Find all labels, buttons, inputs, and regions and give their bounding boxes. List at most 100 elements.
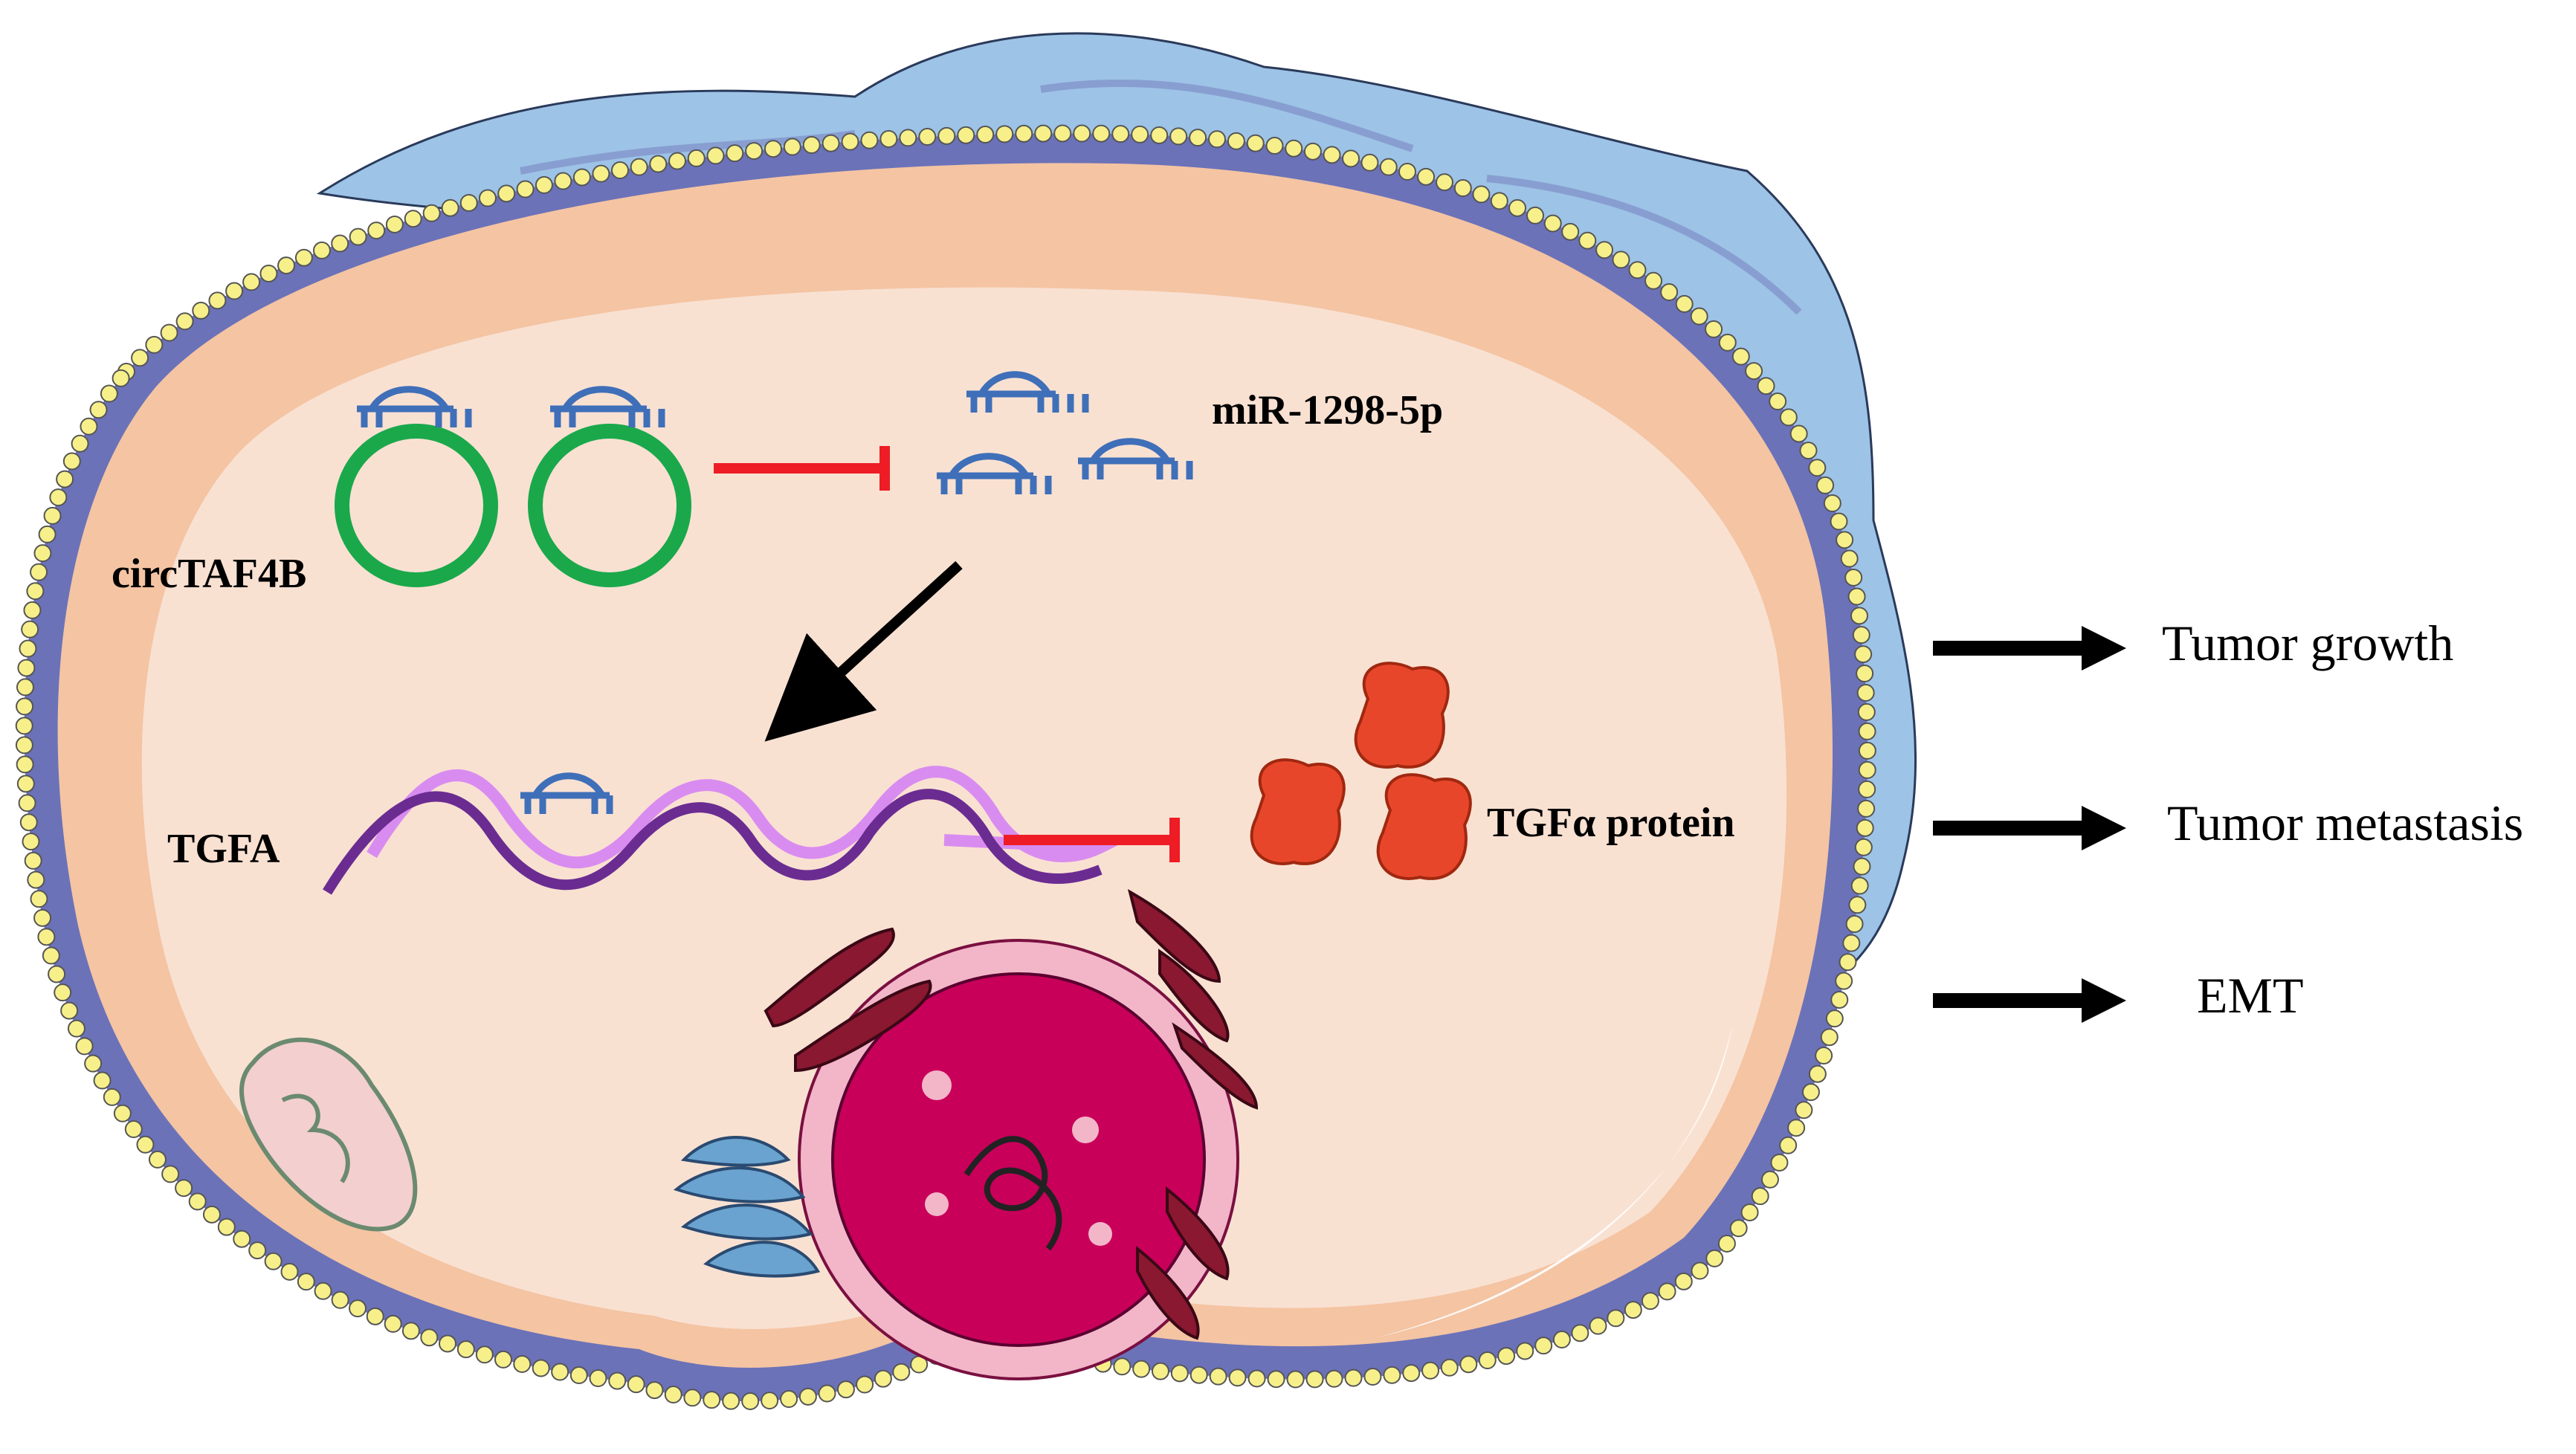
- membrane-head-dot: [1344, 1369, 1363, 1387]
- membrane-head-dot: [19, 813, 38, 832]
- membrane-head-dot: [802, 136, 821, 155]
- membrane-head-dot: [1286, 1370, 1305, 1389]
- membrane-head-dot: [1718, 333, 1737, 352]
- mirna-icon: [937, 371, 1193, 494]
- membrane-head-dot: [62, 452, 81, 471]
- membrane-head-dot: [208, 291, 227, 310]
- membrane-head-dot: [1612, 251, 1630, 269]
- membrane-head-dot: [1854, 645, 1873, 664]
- membrane-head-dot: [136, 1135, 155, 1154]
- membrane-head-dot: [1246, 134, 1265, 152]
- membrane-head-dot: [277, 256, 296, 275]
- membrane-head-dot: [1265, 137, 1284, 155]
- membrane-head-dot: [1478, 1351, 1497, 1369]
- membrane-head-dot: [16, 775, 35, 793]
- membrane-head-dot: [385, 215, 404, 233]
- membrane-head-dot: [148, 1150, 167, 1169]
- membrane-head-dot: [1360, 153, 1379, 172]
- membrane-head-dot: [821, 134, 840, 152]
- membrane-head-dot: [1092, 124, 1111, 143]
- membrane-head-dot: [1760, 1170, 1779, 1189]
- membrane-head-dot: [1745, 362, 1763, 381]
- membrane-head-dot: [22, 833, 40, 851]
- membrane-head-dot: [420, 1328, 439, 1347]
- membrane-head-dot: [1830, 512, 1848, 531]
- membrane-head-dot: [995, 125, 1014, 143]
- membrane-head-dot: [551, 1363, 569, 1381]
- er-icon: [764, 888, 1259, 1340]
- membrane-head-dot: [1823, 494, 1841, 512]
- membrane-head-dot: [475, 1345, 494, 1364]
- membrane-head-dot: [349, 227, 367, 246]
- membrane-heads: [15, 124, 1876, 1410]
- membrane-head-dot: [1526, 206, 1545, 224]
- membrane-head-dot: [1856, 683, 1875, 702]
- membrane-head-dot: [1852, 626, 1870, 644]
- membrane-head-dot: [15, 736, 33, 755]
- membrane-head-dot: [404, 210, 422, 228]
- membrane-head-dot: [459, 193, 478, 212]
- membrane-head-dot: [233, 1230, 251, 1248]
- membrane-head-dot: [535, 175, 553, 194]
- membrane-head-dot: [1170, 1364, 1189, 1383]
- membrane-head-dot: [1641, 1292, 1659, 1311]
- membrane-head-dot: [1835, 972, 1853, 990]
- membrane-head-dot: [1674, 1272, 1693, 1290]
- membrane-head-dot: [23, 601, 42, 619]
- label-protein: TGFα protein: [1487, 800, 1735, 846]
- membrane-head-dot: [124, 1120, 143, 1139]
- membrane-head-dot: [1789, 424, 1808, 443]
- membrane-head-dot: [54, 983, 72, 1002]
- membrane-head-dot: [1675, 294, 1694, 313]
- membrane-head-dot: [1607, 1309, 1625, 1328]
- membrane-head-dot: [89, 401, 108, 419]
- membrane-head-dot: [18, 794, 36, 812]
- membrane-head-dot: [1453, 179, 1472, 198]
- membrane-head-dot: [683, 1389, 702, 1407]
- membrane-head-dot: [592, 164, 610, 183]
- membrane-head-dot: [478, 189, 497, 207]
- membrane-head-dot: [1189, 1366, 1208, 1384]
- membrane-head-dot: [367, 222, 386, 240]
- membrane-head-dot: [33, 908, 52, 927]
- membrane-head-dot: [1383, 1366, 1401, 1384]
- membrane-head-dot: [1578, 231, 1597, 250]
- membrane-head-dot: [60, 1001, 79, 1020]
- membrane-head-dot: [761, 1392, 779, 1410]
- membrane-head-dot: [745, 142, 764, 161]
- membrane-head-dot: [1015, 124, 1033, 143]
- membrane-head-dot: [1342, 149, 1360, 168]
- membrane-head-dot: [1132, 1360, 1151, 1378]
- membrane-head-dot: [27, 870, 45, 889]
- membrane-head-dot: [703, 1391, 721, 1409]
- membrane-head-dot: [1589, 1316, 1607, 1335]
- membrane-head-dot: [280, 1262, 299, 1281]
- membrane-head-dot: [26, 582, 45, 601]
- membrane-head-dot: [611, 161, 630, 180]
- membrane-head-dot: [259, 264, 278, 282]
- membrane-head-dot: [16, 697, 34, 716]
- membrane-head-dot: [202, 1205, 221, 1224]
- membrane-head-dot: [1858, 722, 1876, 740]
- membrane-head-dot: [892, 1363, 911, 1381]
- membrane-head-dot: [366, 1307, 384, 1325]
- nucleus-icon: [798, 939, 1239, 1380]
- circular-rna-icon: [335, 386, 691, 587]
- membrane-head-dot: [1770, 1153, 1789, 1172]
- golgi-icon: [673, 1136, 821, 1278]
- membrane-head-dot: [1490, 192, 1508, 210]
- membrane-head-dot: [1705, 320, 1723, 338]
- membrane-head-dot: [192, 301, 210, 320]
- membrane-head-dot: [1858, 741, 1876, 760]
- outcome-label-1: Tumor metastasis: [2167, 795, 2523, 851]
- membrane-head-dot: [331, 1290, 349, 1309]
- membrane-head-dot: [56, 470, 74, 488]
- membrane-head-dot: [608, 1371, 627, 1390]
- membrane-head-dot: [1497, 1347, 1516, 1366]
- membrane-head-dot: [918, 128, 937, 146]
- outcome-label-0: Tumor growth: [2162, 615, 2453, 671]
- inhibition-circ-mir: [714, 446, 890, 491]
- membrane-head-dot: [84, 1054, 103, 1073]
- membrane-head-dot: [1787, 1119, 1806, 1137]
